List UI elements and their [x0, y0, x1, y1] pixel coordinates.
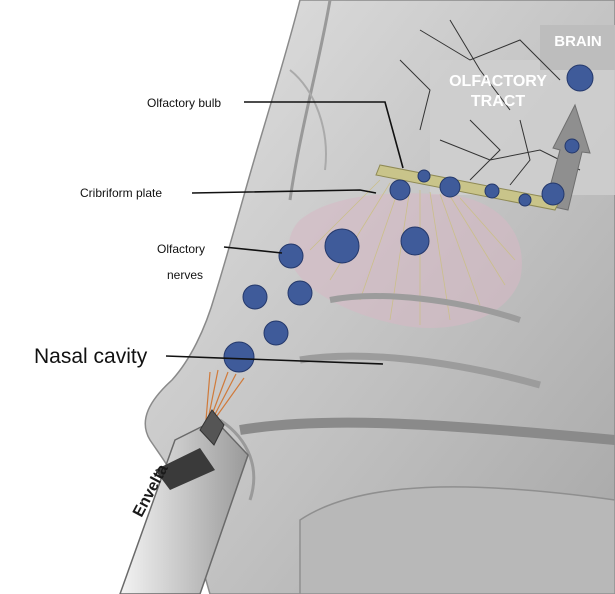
particle — [288, 281, 312, 305]
particle — [325, 229, 359, 263]
particle — [390, 180, 410, 200]
particle — [243, 285, 267, 309]
label-olfactory-tract-line1: OLFACTORY — [438, 73, 558, 91]
particle — [279, 244, 303, 268]
label-olfactory-bulb: Olfactory bulb — [147, 96, 221, 110]
particle — [567, 65, 593, 91]
label-nasal-cavity: Nasal cavity — [34, 345, 147, 369]
label-cribriform-plate: Cribriform plate — [80, 186, 162, 200]
particle — [485, 184, 499, 198]
particle — [519, 194, 531, 206]
particle — [401, 227, 429, 255]
label-olfactory-tract-line2: TRACT — [438, 93, 558, 111]
particle — [224, 342, 254, 372]
particle — [418, 170, 430, 182]
particle — [264, 321, 288, 345]
particle — [440, 177, 460, 197]
label-brain: BRAIN — [548, 33, 608, 50]
label-olfactory-nerves-line1: Olfactory — [157, 242, 205, 256]
particle — [565, 139, 579, 153]
particle — [542, 183, 564, 205]
tongue — [300, 487, 615, 594]
label-olfactory-nerves-line2: nerves — [167, 268, 203, 282]
